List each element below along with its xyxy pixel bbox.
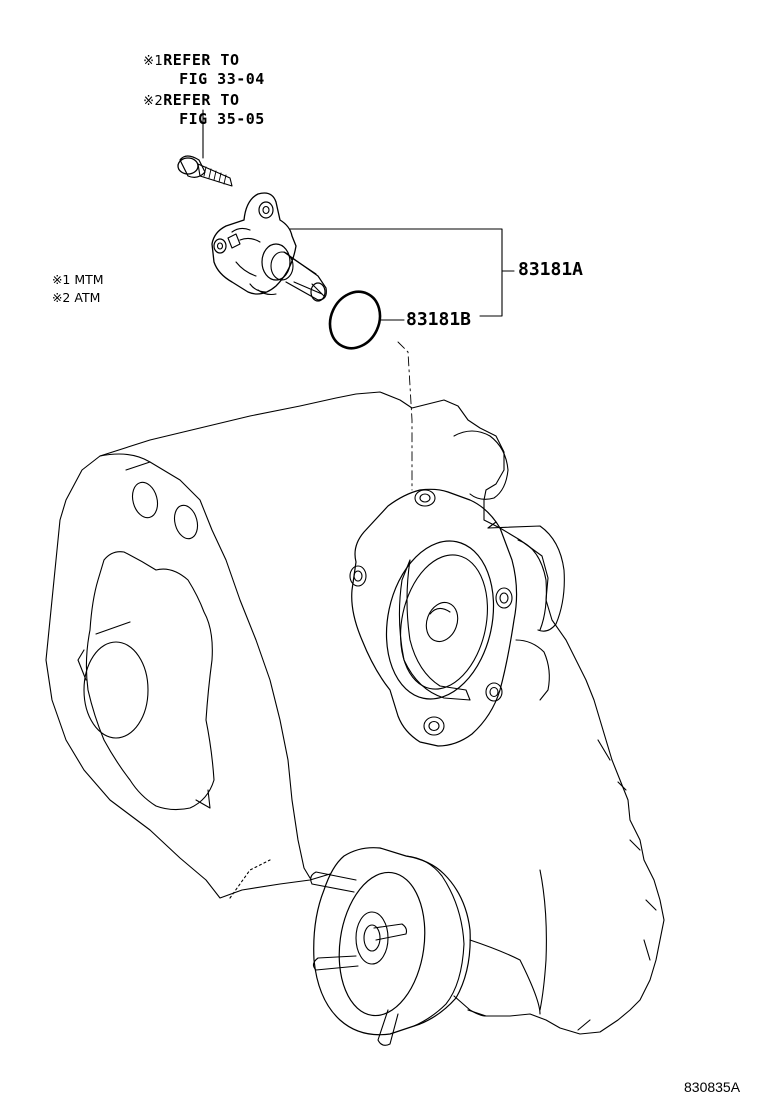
o-ring: [321, 284, 389, 357]
legend-item-1-label: MTM: [74, 272, 104, 287]
transfer-case-housing: [46, 392, 664, 1034]
note-2: ※2REFER TO: [124, 70, 239, 112]
note-2-line1: REFER TO: [163, 91, 240, 109]
figure-id: 830835A: [684, 1079, 741, 1095]
note-2-mark: ※2: [143, 94, 164, 109]
note-1-mark: ※1: [143, 54, 164, 69]
output-flange: [311, 848, 540, 1046]
legend-item-2-mark: ※2: [51, 290, 71, 305]
note-1: ※1REFER TO: [124, 30, 239, 72]
insertion-guide: [398, 342, 412, 490]
legend-item-2: ※2 ATM: [44, 271, 100, 307]
note-1-line1: REFER TO: [163, 51, 240, 69]
note-1-line2: FIG 33-04: [179, 70, 265, 88]
legend-item-1: ※1 MTM: [44, 253, 104, 289]
bolt: [178, 156, 232, 186]
note-2-fig: FIG 35-05: [160, 89, 265, 129]
note-2-line2: FIG 35-05: [179, 110, 265, 128]
note-1-fig: FIG 33-04: [160, 49, 265, 89]
legend-item-2-label: ATM: [74, 290, 101, 305]
part-number-sensor[interactable]: 83181A: [518, 259, 584, 280]
mounting-flange: [350, 489, 564, 746]
callout-bracket: [290, 229, 514, 320]
legend-item-1-mark: ※1: [51, 272, 71, 287]
part-number-o-ring[interactable]: 83181B: [406, 309, 472, 330]
speed-sensor: [212, 193, 326, 301]
